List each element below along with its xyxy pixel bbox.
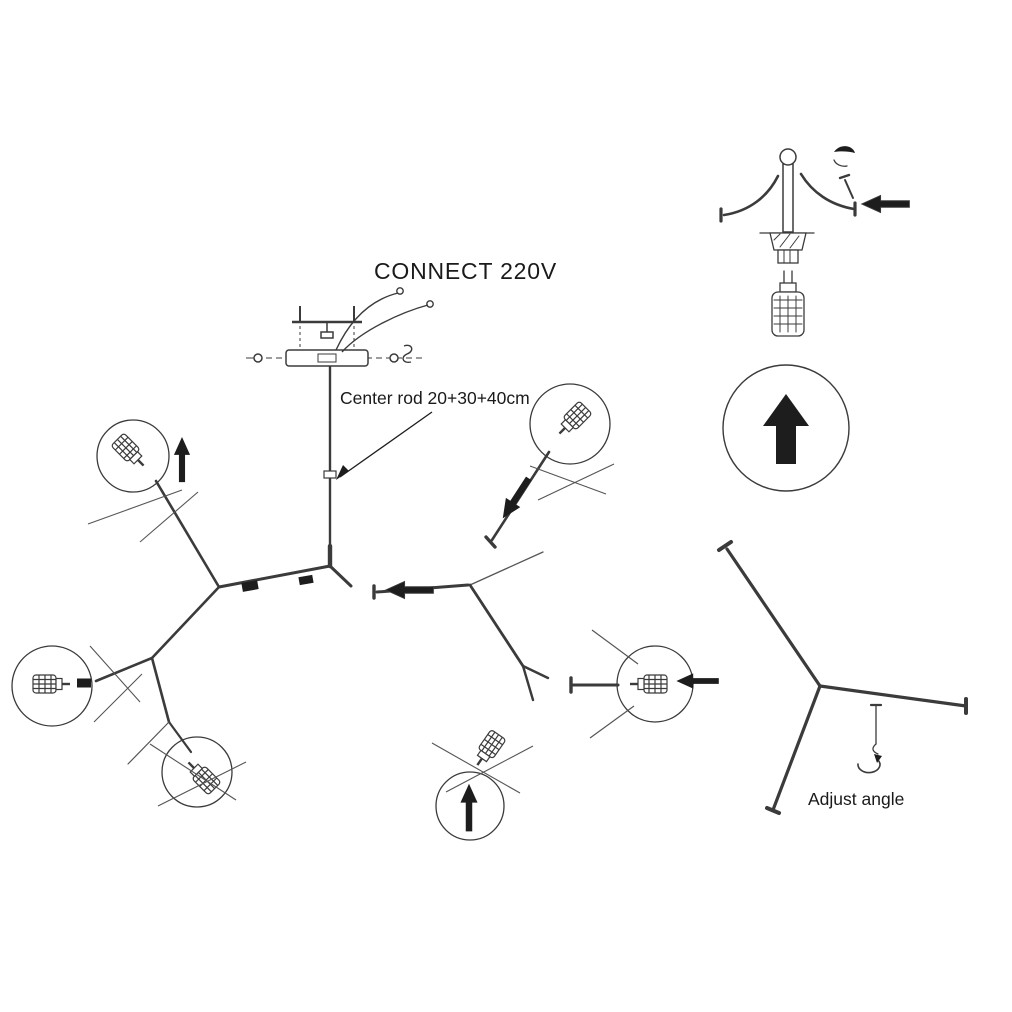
clip-icon xyxy=(834,146,855,153)
glass-globe-left xyxy=(11,645,143,727)
insert-left-arrow-icon xyxy=(861,194,910,214)
branch-twigs xyxy=(431,742,534,794)
screw-icon xyxy=(844,179,854,199)
center-rod-pointer-arrow-icon xyxy=(336,411,433,480)
branch-tip-detail xyxy=(719,146,910,337)
bulb-icon xyxy=(180,754,223,797)
bulb-icon xyxy=(468,728,508,772)
threaded-adapter-icon xyxy=(759,232,815,264)
glass-globe-upper-right xyxy=(484,383,615,549)
adjust-angle-detail xyxy=(717,540,968,815)
up-arrow-icon xyxy=(460,783,478,832)
insert-left-arrow-icon xyxy=(676,673,719,689)
rotate-arrow-icon xyxy=(857,754,882,774)
mounting-bracket-icon xyxy=(292,306,362,349)
chandelier-body xyxy=(94,479,353,765)
left-arm xyxy=(217,564,332,589)
up-arrow-icon xyxy=(173,437,191,483)
glass-globe-bottom-left xyxy=(149,736,247,808)
up-arrow-icon xyxy=(763,394,809,464)
diagram-title: CONNECT 220V xyxy=(374,258,558,284)
branch-twigs xyxy=(589,629,639,739)
branch-twigs xyxy=(149,743,247,807)
hanging-wires-icon xyxy=(335,287,434,364)
right-socket-stub xyxy=(328,564,353,588)
insert-left-arrow-icon xyxy=(385,581,434,599)
rod-joint xyxy=(323,470,337,479)
center-rod xyxy=(323,366,337,546)
branch-twigs xyxy=(529,463,615,501)
glass-globe-right xyxy=(569,629,719,739)
led-bulb-icon xyxy=(771,270,805,337)
adjust-screw-icon xyxy=(869,703,883,755)
bulb-icon xyxy=(109,431,152,474)
detachable-arm-piece xyxy=(372,551,550,702)
insert-direction-circle xyxy=(722,364,850,492)
insert-arrow-icon xyxy=(495,473,536,524)
branch-twigs xyxy=(87,489,199,543)
arm-connector-icon xyxy=(77,678,91,688)
glass-globe-bottom-center xyxy=(431,728,534,841)
center-rod-callout: Center rod 20+30+40cm xyxy=(340,388,530,408)
adjust-angle-callout: Adjust angle xyxy=(808,789,905,809)
bulb-icon xyxy=(628,673,669,695)
canopy-icon xyxy=(246,349,424,367)
glass-globe-top-left xyxy=(87,419,199,543)
bulb-icon xyxy=(31,673,72,695)
bulb-icon xyxy=(551,399,594,442)
rotate-arrow-icon xyxy=(833,159,848,167)
branch-twigs xyxy=(89,645,143,723)
arm-connector-icon xyxy=(241,574,314,592)
ceiling-mount-assembly xyxy=(246,287,434,367)
